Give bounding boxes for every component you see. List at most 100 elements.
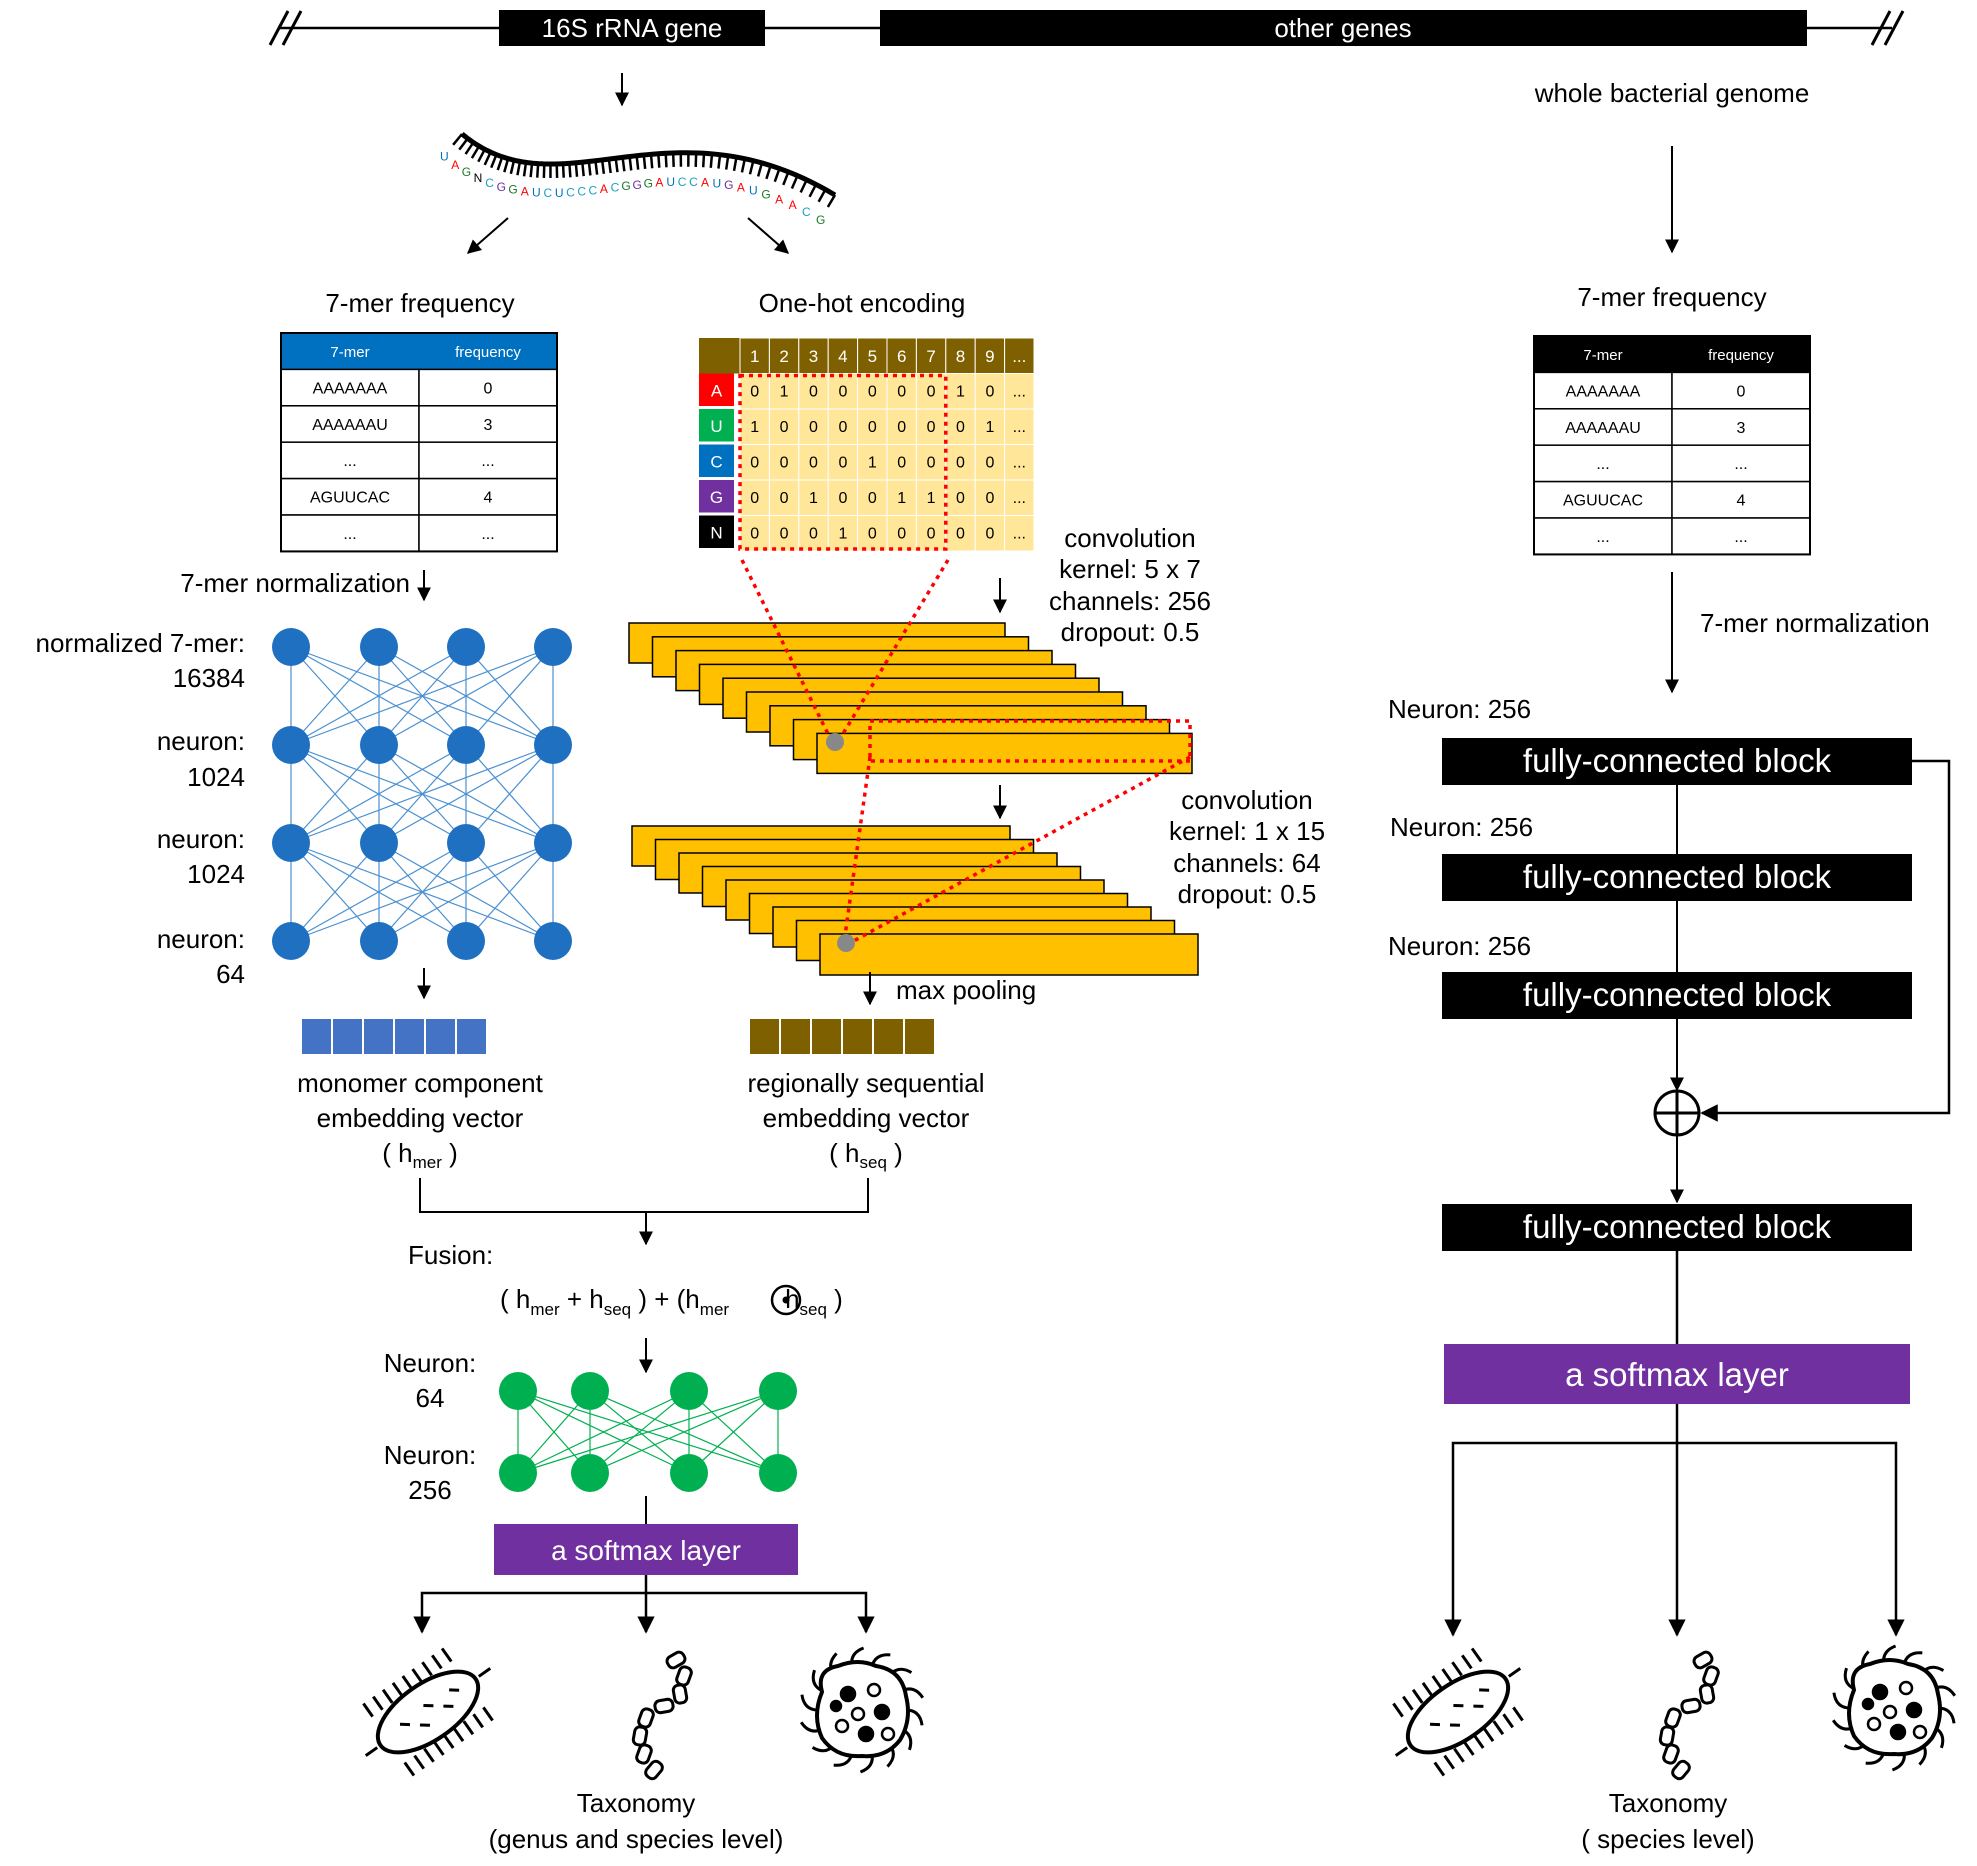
neuron-node [499,1372,537,1410]
onehot-value: 0 [838,419,847,436]
onehot-value: ... [1013,419,1026,436]
right-bacteria-icons [1392,1644,1957,1781]
frequency-value: 4 [1737,493,1746,510]
right-neuron-label-1: Neuron: 256 [1388,694,1531,724]
frequency-value: 3 [1737,420,1746,437]
onehot-cell [945,408,976,445]
rna-base: G [621,179,630,193]
layer-label-hidden1-size: 1024 [187,762,245,792]
kmer-cell [1533,444,1673,483]
onehot-value: 1 [956,384,965,401]
rna-base: C [802,205,811,219]
fusion-neuron-label-1: Neuron: [384,1348,477,1378]
onehot-cell [768,408,800,445]
monomer-label-line1: monomer component [297,1068,543,1098]
sequential-label-line2: embedding vector [763,1103,970,1133]
neuron-node [534,824,572,862]
neuron-node [360,824,398,862]
onehot-cell [798,515,829,552]
residual-skip-connection [1700,759,1951,1122]
onehot-cell [739,515,770,552]
kmer-value: AAAAAAU [312,417,388,434]
onehot-value: 0 [985,384,994,401]
layer-label-hidden2: neuron: [157,824,245,854]
neuron-node [272,824,310,862]
neuron-node [670,1372,708,1410]
neuron-node [447,628,485,666]
monomer-label-line2: embedding vector [317,1103,524,1133]
layer-label-input-size: 16384 [173,663,245,693]
onehot-value: 0 [780,419,789,436]
left-layer-labels: normalized 7-mer: 16384 neuron: 1024 neu… [35,628,245,989]
neuron-node [272,726,310,764]
bacillus-icon [1392,1647,1524,1777]
layer-label-hidden1: neuron: [157,726,245,756]
rna-base: U [712,176,721,190]
chain-bacteria-icon [1658,1650,1720,1781]
onehot-value: ... [1013,384,1026,401]
onehot-value: 0 [780,490,789,507]
conv2-label-line2: kernel: 1 x 15 [1169,816,1325,846]
rna-base: A [701,175,709,189]
onehot-value: 0 [750,526,759,543]
neuron-node [360,922,398,960]
onehot-value: 0 [956,490,965,507]
onehot-value: 0 [868,526,877,543]
layer-label-output-size: 64 [216,959,245,989]
onehot-value: 0 [838,490,847,507]
rna-base: C [566,185,575,199]
onehot-header-label: 8 [956,347,965,366]
onehot-cell [1004,373,1035,410]
coccus-icon [1831,1644,1957,1772]
onehot-value: 0 [868,490,877,507]
onehot-header-label: 6 [897,347,906,366]
monomer-embedding-vector [300,1017,488,1056]
feature-map [819,933,1199,976]
base-label: U [710,417,722,436]
onehot-header-label: 5 [868,347,877,366]
onehot-value: 0 [838,455,847,472]
sequential-embedding-vector [748,1017,936,1056]
whole-genome-label: whole bacterial genome [1534,78,1810,108]
rna-base: U [555,186,564,200]
rna-base: G [644,177,653,191]
sequential-label-line1: regionally sequential [747,1068,984,1098]
rna-base: C [689,175,698,189]
fusion-neuron-label-2-size: 256 [408,1475,451,1505]
embedding-cell [300,1017,333,1056]
onehot-cell [739,373,770,410]
onehot-header-label: 2 [779,347,788,366]
conv1-feature-maps [628,622,1193,775]
kmer-cell [1671,371,1811,410]
onehot-value: 0 [809,419,818,436]
max-pooling-label: max pooling [896,975,1036,1005]
fc-block-3-label: fully-connected block [1523,976,1832,1013]
conv2-label-line3: channels: 64 [1173,848,1320,878]
neuron-node [447,726,485,764]
rna-base: G [497,180,506,194]
coccus-icon [799,1646,925,1774]
onehot-value: 0 [868,384,877,401]
onehot-header-label: ... [1012,347,1026,366]
embedding-cell [810,1017,843,1056]
other-genes-label: other genes [1274,13,1411,43]
onehot-value: 0 [838,384,847,401]
onehot-value: 1 [780,384,789,401]
layer-label-output: neuron: [157,924,245,954]
rrna-gene-label: 16S rRNA gene [542,13,723,43]
neuron-node [447,824,485,862]
fusion-mlp-network [499,1372,797,1492]
rna-base: A [600,182,608,196]
rrna-gene-box [499,10,765,46]
left-kmer-title: 7-mer frequency [325,288,514,318]
neuron-node [759,1372,797,1410]
embedding-cell [331,1017,364,1056]
rna-base: A [451,158,459,172]
embedding-cell [748,1017,781,1056]
onehot-header-cell [768,337,800,374]
onehot-value: 0 [927,419,936,436]
right-taxonomy-line1: Taxonomy [1609,1788,1728,1818]
kmer-value: ... [343,453,356,470]
onehot-value: 1 [809,490,818,507]
onehot-cell [886,373,917,410]
